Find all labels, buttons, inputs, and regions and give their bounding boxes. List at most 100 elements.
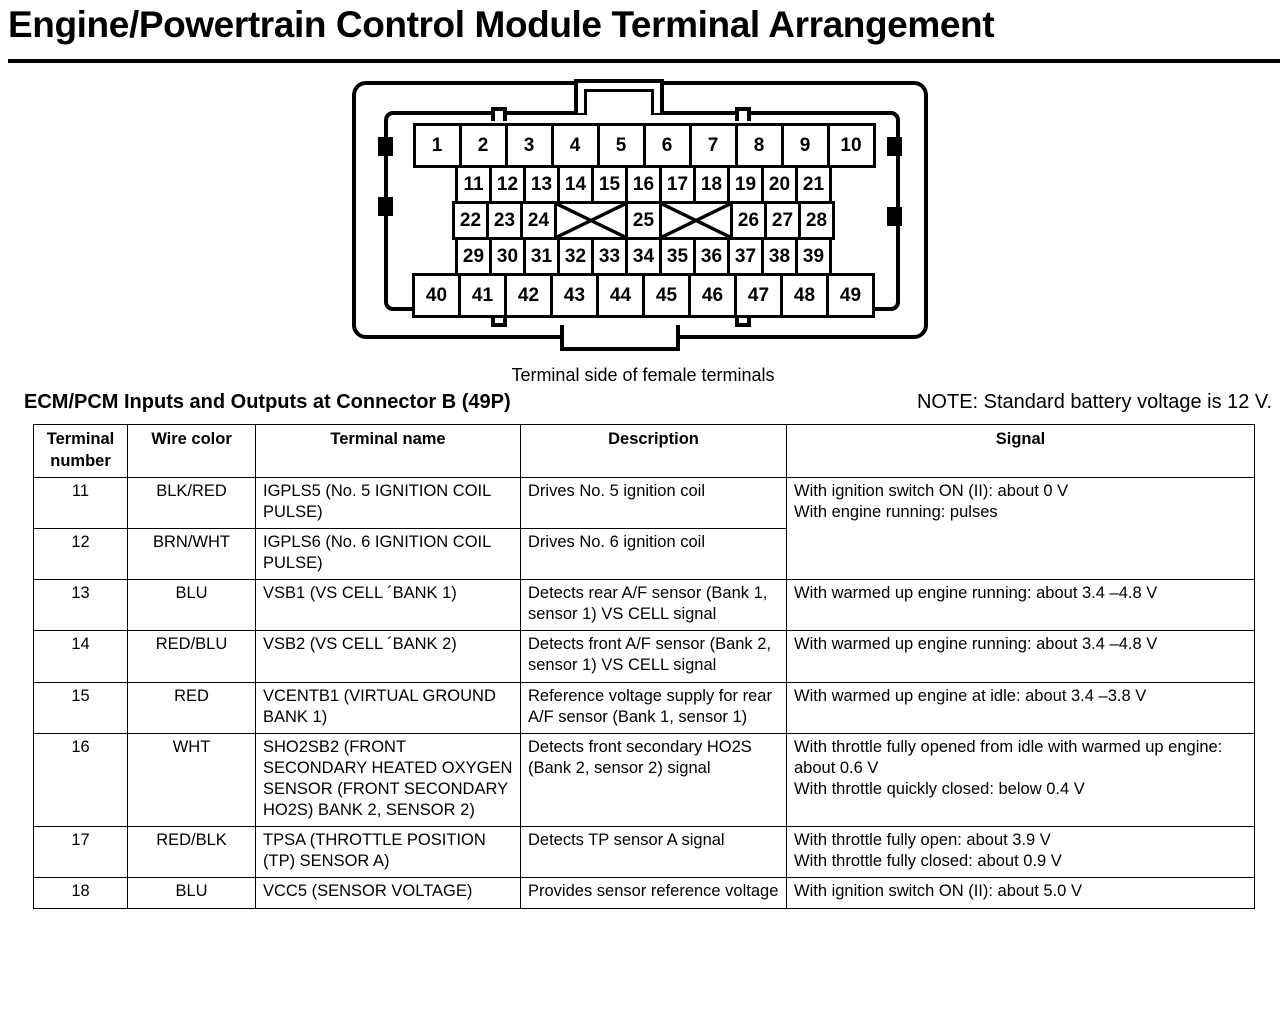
connector-notch-right-upper <box>887 137 902 157</box>
column-header-wire-color: Wire color <box>127 424 256 478</box>
pin-cell: 10 <box>826 123 876 169</box>
pin-cell: 21 <box>795 165 832 205</box>
connector-body: 1 2 3 4 5 6 7 8 9 10 11 12 13 14 15 16 1… <box>352 79 932 353</box>
pin-row-2: 11 12 13 14 15 16 17 18 19 20 21 <box>397 165 887 205</box>
cell-description: Detects front A/F sensor (Bank 2, sensor… <box>520 630 787 683</box>
cell-description: Drives No. 6 ignition coil <box>520 527 787 581</box>
pin-cell: 18 <box>693 165 730 205</box>
pin-cell: 7 <box>688 123 738 169</box>
x-cross-icon <box>557 204 625 238</box>
cell-terminal-number: 12 <box>33 527 128 581</box>
pin-cell: 33 <box>591 237 628 277</box>
pin-cell: 1 <box>412 123 462 169</box>
pin-cell: 6 <box>642 123 692 169</box>
connector-tab-top-left <box>491 107 507 122</box>
pin-cell: 23 <box>486 201 523 241</box>
pin-cell: 49 <box>826 273 875 319</box>
pin-cell: 43 <box>550 273 599 319</box>
page-title: Engine/Powertrain Control Module Termina… <box>8 4 995 45</box>
column-header-terminal-name: Terminal name <box>255 424 521 478</box>
cell-description: Detects front secondary HO2S (Bank 2, se… <box>520 732 787 828</box>
pin-cell: 11 <box>455 165 492 205</box>
pin-row-3: 22 23 24 25 26 27 28 <box>397 201 887 241</box>
cell-terminal-name: VSB1 (VS CELL ´BANK 1) <box>255 579 521 632</box>
pin-cell: 38 <box>761 237 798 277</box>
pin-cell: 48 <box>780 273 829 319</box>
connector-top-latch-inner <box>584 89 654 116</box>
cell-wire-color: BLK/RED <box>127 476 256 529</box>
pin-cell: 40 <box>412 273 461 319</box>
pin-cell: 44 <box>596 273 645 319</box>
cell-signal: With warmed up engine at idle: about 3.4… <box>786 681 1255 734</box>
pin-cell: 24 <box>520 201 557 241</box>
pin-cell: 30 <box>489 237 526 277</box>
section-note: NOTE: Standard battery voltage is 12 V. <box>916 391 1272 414</box>
pin-cell: 9 <box>780 123 830 169</box>
cell-terminal-number: 15 <box>33 681 128 734</box>
cell-terminal-name: IGPLS6 (No. 6 IGNITION COIL PULSE) <box>255 527 521 581</box>
pin-cell: 22 <box>452 201 489 241</box>
cell-terminal-name: VCC5 (SENSOR VOLTAGE) <box>255 877 521 909</box>
cell-description: Detects TP sensor A signal <box>520 826 787 879</box>
pin-cell: 4 <box>550 123 600 169</box>
cell-terminal-number: 17 <box>33 826 128 879</box>
pin-cell: 20 <box>761 165 798 205</box>
cell-signal: With warmed up engine running: about 3.4… <box>786 630 1255 683</box>
cell-wire-color: BRN/WHT <box>127 527 256 581</box>
pin-row-4: 29 30 31 32 33 34 35 36 37 38 39 <box>397 237 887 277</box>
pin-cell: 46 <box>688 273 737 319</box>
cell-description: Provides sensor reference voltage <box>520 877 787 909</box>
pin-cell: 26 <box>730 201 767 241</box>
cell-wire-color: RED/BLK <box>127 826 256 879</box>
cell-terminal-number: 16 <box>33 732 128 828</box>
pin-cell: 25 <box>625 201 662 241</box>
pin-row-1: 1 2 3 4 5 6 7 8 9 10 <box>398 123 887 169</box>
pin-cell: 19 <box>727 165 764 205</box>
connector-notch-left-upper <box>378 137 393 157</box>
pin-cell: 15 <box>591 165 628 205</box>
pin-cell: 35 <box>659 237 696 277</box>
pin-cell: 39 <box>795 237 832 277</box>
cell-wire-color: BLU <box>127 877 256 909</box>
pin-cell: 2 <box>458 123 508 169</box>
connector-notch-right-lower <box>887 207 902 227</box>
diagram-caption: Terminal side of female terminals <box>511 365 775 386</box>
cell-signal: With throttle fully opened from idle wit… <box>786 732 1255 828</box>
pin-row-5: 40 41 42 43 44 45 46 47 48 49 <box>397 273 887 319</box>
cell-signal: With warmed up engine running: about 3.4… <box>786 579 1255 632</box>
cell-terminal-name: SHO2SB2 (FRONT SECONDARY HEATED OXYGEN S… <box>255 732 521 828</box>
pin-cell: 29 <box>455 237 492 277</box>
pin-cell: 14 <box>557 165 594 205</box>
cell-description: Reference voltage supply for rear A/F se… <box>520 681 787 734</box>
title-divider <box>8 59 1280 64</box>
pin-cell: 8 <box>734 123 784 169</box>
pin-cell: 47 <box>734 273 783 319</box>
connector-bottom-latch <box>560 325 680 352</box>
pin-cell: 5 <box>596 123 646 169</box>
pin-cell: 32 <box>557 237 594 277</box>
cell-signal: With ignition switch ON (II): about 5.0 … <box>786 877 1255 909</box>
pin-cell: 31 <box>523 237 560 277</box>
cell-terminal-number: 14 <box>33 630 128 683</box>
connector-notch-left-lower <box>378 197 393 217</box>
pin-cell: 3 <box>504 123 554 169</box>
pin-grid: 1 2 3 4 5 6 7 8 9 10 11 12 13 14 15 16 1… <box>397 123 887 319</box>
cell-wire-color: RED/BLU <box>127 630 256 683</box>
cell-terminal-name: VCENTB1 (VIRTUAL GROUND BANK 1) <box>255 681 521 734</box>
column-header-description: Description <box>520 424 787 478</box>
cell-terminal-number: 13 <box>33 579 128 632</box>
pin-cell-blocked-left <box>554 201 628 241</box>
pin-cell: 17 <box>659 165 696 205</box>
section-header: ECM/PCM Inputs and Outputs at Connector … <box>24 391 1278 414</box>
pin-cell: 36 <box>693 237 730 277</box>
cell-terminal-name: TPSA (THROTTLE POSITION (TP) SENSOR A) <box>255 826 521 879</box>
section-title: ECM/PCM Inputs and Outputs at Connector … <box>24 391 511 414</box>
column-header-terminal-number: Terminal number <box>33 424 128 478</box>
cell-terminal-number: 18 <box>33 877 128 909</box>
